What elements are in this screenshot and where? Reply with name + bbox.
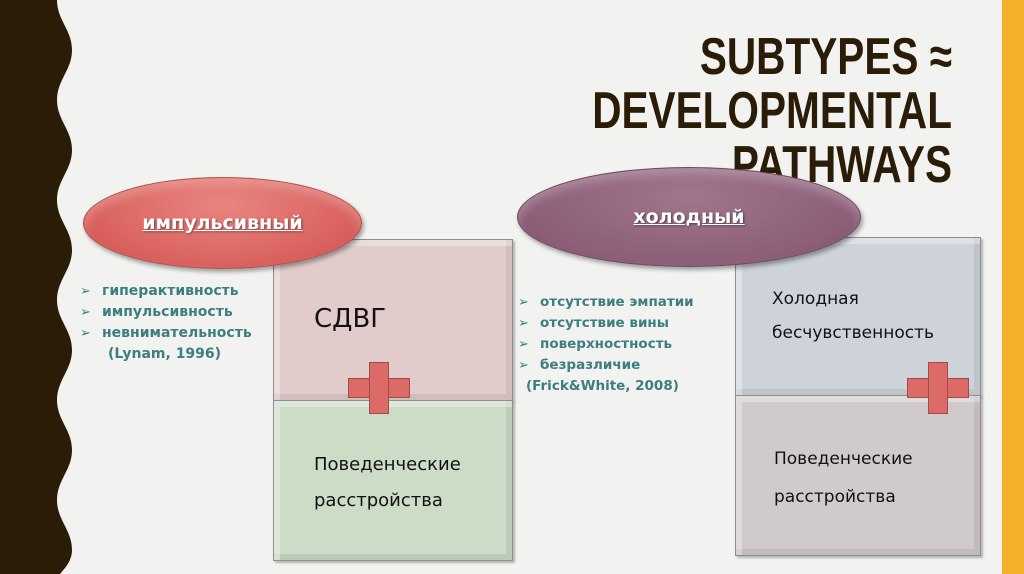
arrow-bullet-icon: ➢ xyxy=(518,295,529,310)
citation-lynam: (Lynam, 1996) xyxy=(108,346,222,362)
wavy-left-band xyxy=(0,0,72,574)
impulsive-traits-list: ➢ гиперактивность ➢ импульсивность ➢ нев… xyxy=(80,281,252,365)
arrow-bullet-icon: ➢ xyxy=(80,326,91,341)
arrow-bullet-icon: ➢ xyxy=(518,358,529,373)
slide-title: SUBTYPES ≈ DEVELOPMENTAL PATHWAYS xyxy=(406,30,952,192)
impulsive-label: импульсивный xyxy=(142,212,303,234)
arrow-bullet-icon: ➢ xyxy=(518,316,529,331)
behavior-disorders-label-right: Поведенческие расстройства xyxy=(774,449,913,507)
arrow-bullet-icon: ➢ xyxy=(80,305,91,320)
behavior-disorders-box-left: Поведенческие расстройства xyxy=(273,400,513,561)
callous-unemotional-box: Холодная бесчувственность xyxy=(735,237,981,396)
arrow-bullet-icon: ➢ xyxy=(80,284,91,299)
adhd-box: СДВГ xyxy=(273,239,513,401)
behavior-disorders-box-right: Поведенческие расстройства xyxy=(735,395,981,556)
callous-unemotional-label: Холодная бесчувственность xyxy=(772,289,935,343)
citation-frick-white: (Frick&White, 2008) xyxy=(526,378,679,394)
list-item: ➢ импульсивность xyxy=(80,302,252,323)
arrow-bullet-icon: ➢ xyxy=(518,337,529,352)
callous-traits-list: ➢ отсутствие эмпатии ➢ отсутствие вины ➢… xyxy=(518,292,694,397)
list-item: ➢ отсутствие эмпатии xyxy=(518,292,694,313)
list-item: ➢ гиперактивность xyxy=(80,281,252,302)
plus-icon xyxy=(348,362,410,414)
callous-ellipse: холодный xyxy=(517,167,861,267)
impulsive-ellipse: импульсивный xyxy=(83,177,362,269)
behavior-disorders-label-left: Поведенческие расстройства xyxy=(314,454,461,511)
plus-icon xyxy=(907,362,969,414)
orange-accent-strip xyxy=(1002,0,1024,574)
list-item: ➢ поверхностность xyxy=(518,334,694,355)
list-item: ➢ невнимательность xyxy=(80,323,252,344)
list-item: ➢ безразличие xyxy=(518,355,694,376)
title-line-1: SUBTYPES ≈ DEVELOPMENTAL xyxy=(592,28,952,140)
callous-label: холодный xyxy=(633,206,745,228)
adhd-label: СДВГ xyxy=(314,304,387,334)
list-item: ➢ отсутствие вины xyxy=(518,313,694,334)
